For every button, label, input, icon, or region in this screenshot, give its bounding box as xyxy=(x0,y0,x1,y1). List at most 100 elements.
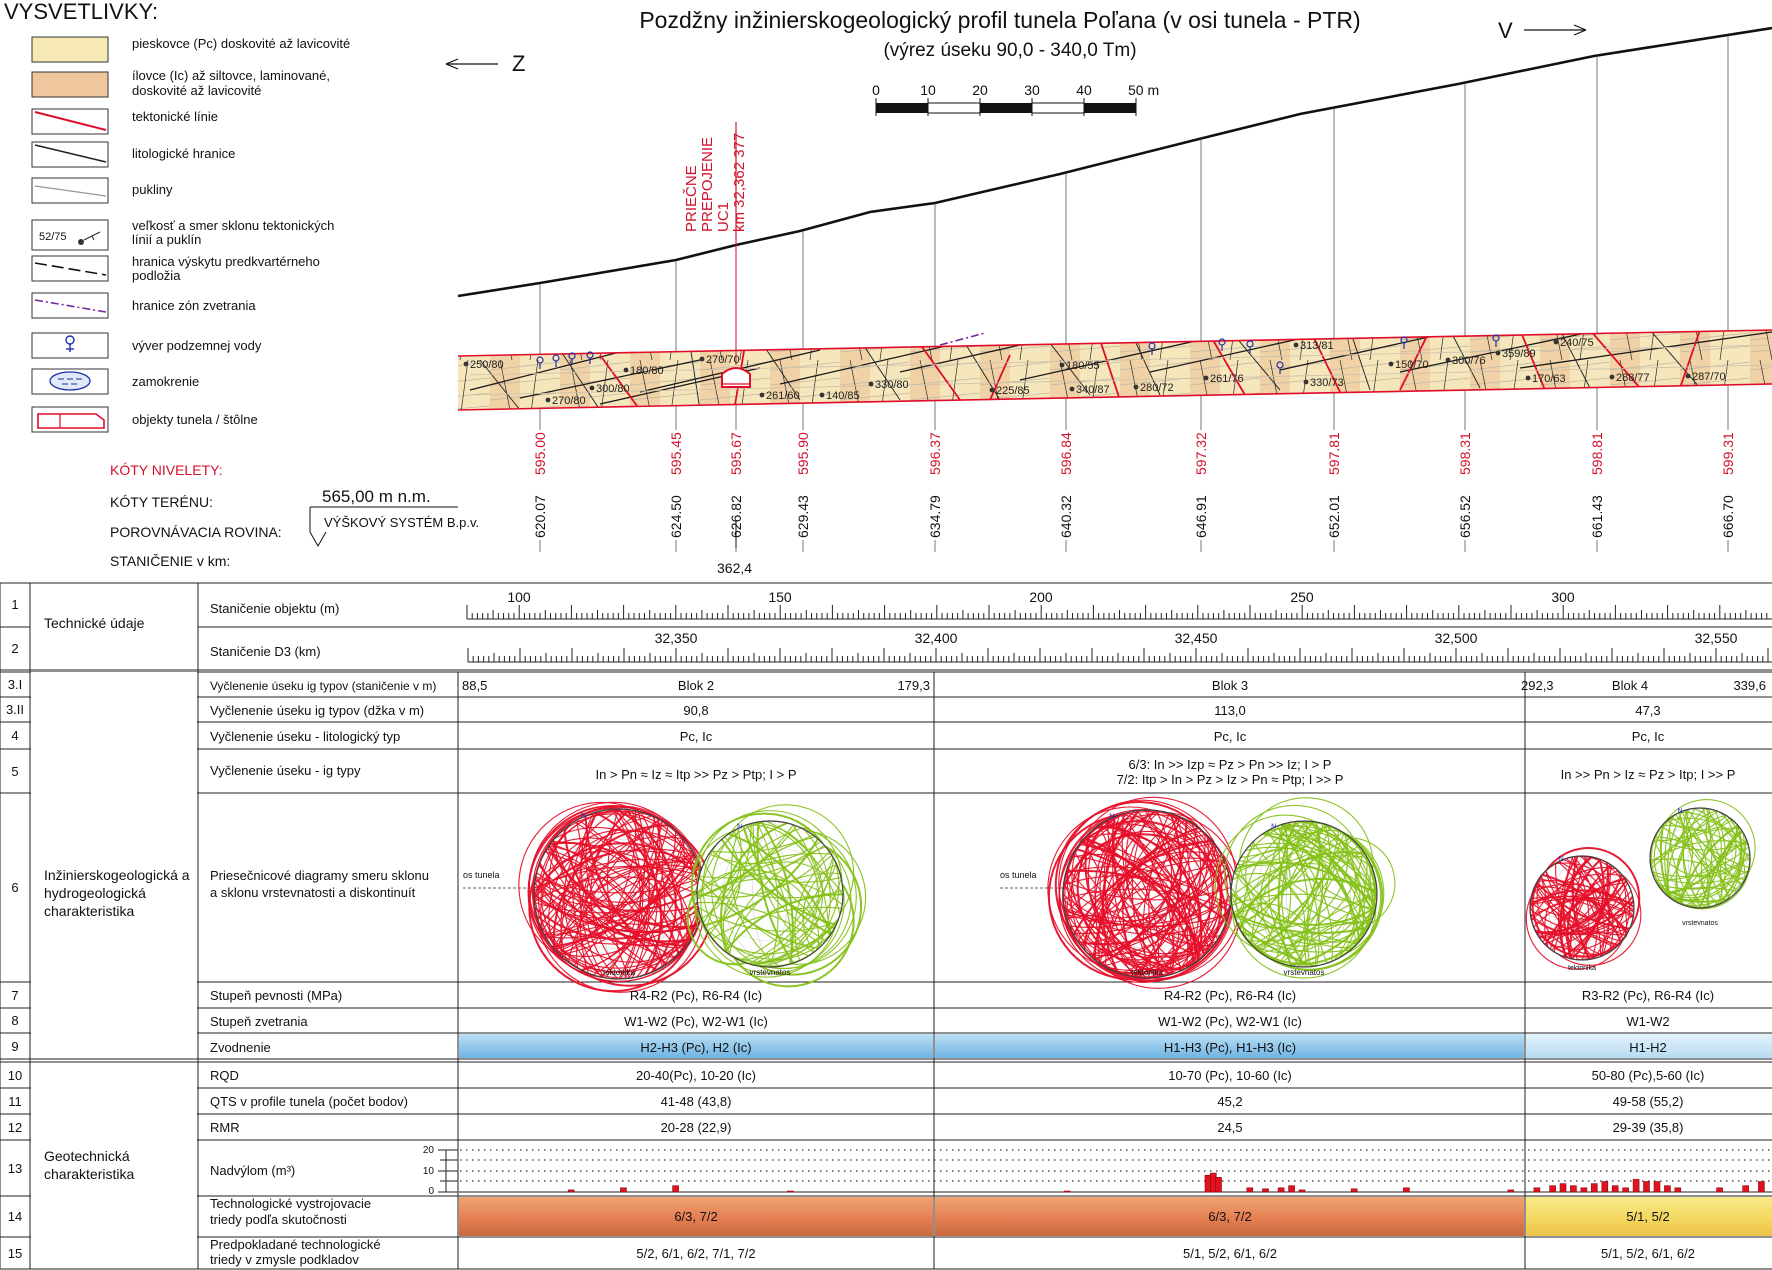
ruler1-labels: 100 150 200 250 300 32,350 32,400 32,450… xyxy=(507,589,1737,646)
stereonet-great-circle xyxy=(1570,858,1605,960)
stereonet-great-circle xyxy=(1557,855,1579,958)
stereonet-great-circle xyxy=(1280,824,1309,967)
nadvylom-bars xyxy=(567,1172,1765,1193)
label-stanicenie: STANIČENIE v km: xyxy=(110,553,230,569)
portal-label-4: km 32,362 377 xyxy=(731,133,748,232)
nadvylom-bar xyxy=(1549,1185,1556,1193)
svg-text:113,0: 113,0 xyxy=(1214,703,1246,718)
dip-marker xyxy=(1133,384,1139,390)
svg-text:6/3, 7/2: 6/3, 7/2 xyxy=(1208,1209,1251,1224)
row5-label: Vyčlenenie úseku - ig typy xyxy=(210,763,361,778)
stereonet-great-circle xyxy=(1215,814,1317,949)
nadvylom-axis-0: 0 xyxy=(428,1186,434,1197)
dip-marker xyxy=(1685,373,1691,379)
nadvylom-bar xyxy=(1559,1183,1567,1193)
stereonet-great-circle xyxy=(536,872,704,903)
legend-label-wet: zamokrenie xyxy=(132,374,199,389)
stereonet-great-circle xyxy=(1112,814,1146,979)
stereonet-great-circle xyxy=(1233,832,1349,929)
dip-marker xyxy=(1303,379,1309,385)
stereonet-great-circle xyxy=(544,854,695,937)
stereonet-great-circle xyxy=(1248,842,1378,897)
label-koty-nivelety: KÓTY NIVELETY: xyxy=(110,462,223,478)
svg-text:12: 12 xyxy=(8,1120,22,1135)
stereonet-great-circle xyxy=(579,809,631,974)
row12-label: RMR xyxy=(210,1120,240,1135)
stereonet-great-circle xyxy=(699,886,845,975)
svg-text:Pc, Ic: Pc, Ic xyxy=(1632,729,1665,744)
group-ig-line-2: hydrogeologická xyxy=(44,885,146,901)
stereonet-great-circle xyxy=(1111,816,1171,976)
stereonet-great-circle xyxy=(1693,807,1751,862)
dip-label: 150/70 xyxy=(1395,359,1429,371)
stereonet-great-circle xyxy=(1529,898,1634,919)
stereonet-great-circle xyxy=(1094,810,1158,974)
legend-swatch-tectonic xyxy=(31,108,109,135)
svg-text:49-58 (55,2): 49-58 (55,2) xyxy=(1613,1094,1684,1109)
legend-swatch-tunnel xyxy=(31,406,109,433)
svg-text:R3-R2 (Pc), R6-R4 (Ic): R3-R2 (Pc), R6-R4 (Ic) xyxy=(1582,988,1714,1003)
row3i-b3-end: 339,6 xyxy=(1733,678,1766,693)
nadvylom-bar xyxy=(1262,1188,1269,1193)
stereonet-great-circle xyxy=(1103,832,1206,967)
stereonet-great-circle xyxy=(577,819,680,955)
stereonet-great-circle xyxy=(1684,810,1748,874)
stereonet-great-circle xyxy=(545,851,681,954)
nadvylom-bar xyxy=(672,1185,679,1193)
dip-marker xyxy=(545,397,551,403)
stereonet-rim xyxy=(1649,807,1751,909)
ruler2-tick-32500: 32,500 xyxy=(1435,630,1478,646)
stereonet-great-circle xyxy=(1062,891,1232,982)
station-nivelety: 595.00 xyxy=(532,432,548,475)
station-nivelety: 595.67 xyxy=(728,432,744,475)
nadvylom-bar xyxy=(1288,1185,1295,1193)
stereonet-great-circle xyxy=(711,828,761,967)
scale-tick-10: 10 xyxy=(920,82,936,98)
ruler1-tick-300: 300 xyxy=(1551,589,1575,605)
stereonet-rim xyxy=(1529,855,1635,961)
ruler-d3-stationing xyxy=(467,648,1772,663)
dip-label: 170/63 xyxy=(1532,373,1566,385)
stereonet-great-circle xyxy=(1235,863,1377,922)
station-teren: 661.43 xyxy=(1589,495,1605,538)
dip-label: 288/77 xyxy=(1616,372,1650,384)
stereonet-great-circle xyxy=(1298,820,1375,916)
stereonet-great-circle xyxy=(1562,856,1574,960)
row9-label: Zvodnenie xyxy=(210,1040,271,1055)
stereonet-great-circle xyxy=(556,816,656,953)
page-subtitle: (výrez úseku 90,0 - 340,0 Tm) xyxy=(883,40,1136,61)
nadvylom-bar xyxy=(1580,1187,1588,1193)
stereonet-great-circle xyxy=(1664,887,1738,895)
legend-swatch-sandstone xyxy=(31,36,109,63)
stereonets: os tunela N N os tunela N N N N tektonik… xyxy=(463,796,1756,993)
stereonet-great-circle xyxy=(1675,813,1750,869)
row3i-blok2: Blok 2 xyxy=(678,678,714,693)
direction-west: Z xyxy=(445,51,525,76)
stereonet-great-circle xyxy=(1537,880,1634,916)
terrain-line xyxy=(457,26,1772,298)
stereonet-great-circle xyxy=(1103,821,1214,946)
stereonet-great-circle xyxy=(705,827,802,930)
legend-heading: VYSVETLIVKY: xyxy=(4,0,158,24)
svg-text:45,2: 45,2 xyxy=(1217,1094,1242,1109)
svg-text:15: 15 xyxy=(8,1246,22,1261)
svg-text:7: 7 xyxy=(11,988,18,1003)
nadvylom-bar xyxy=(787,1190,794,1193)
stereonet-great-circle xyxy=(1133,810,1173,978)
nadvylom-bar xyxy=(1246,1187,1254,1193)
svg-text:90,8: 90,8 xyxy=(683,703,708,718)
stereonet-great-circle xyxy=(759,918,840,967)
stereonet-great-circle xyxy=(1230,859,1371,947)
stereonet-great-circle xyxy=(1562,862,1610,958)
stereonet-great-circle xyxy=(1239,851,1366,930)
dip-marker xyxy=(1388,361,1394,367)
svg-text:1: 1 xyxy=(11,597,18,612)
station-nivelety: 598.31 xyxy=(1457,432,1473,475)
direction-east-label: V xyxy=(1498,18,1513,43)
dip-marker xyxy=(589,385,595,391)
stereonet-great-circle xyxy=(528,872,691,993)
stereonet-great-circle xyxy=(548,830,696,952)
stereonet-great-circle xyxy=(1718,838,1747,905)
nadvylom-bar xyxy=(1653,1181,1661,1193)
dip-marker xyxy=(463,361,469,367)
